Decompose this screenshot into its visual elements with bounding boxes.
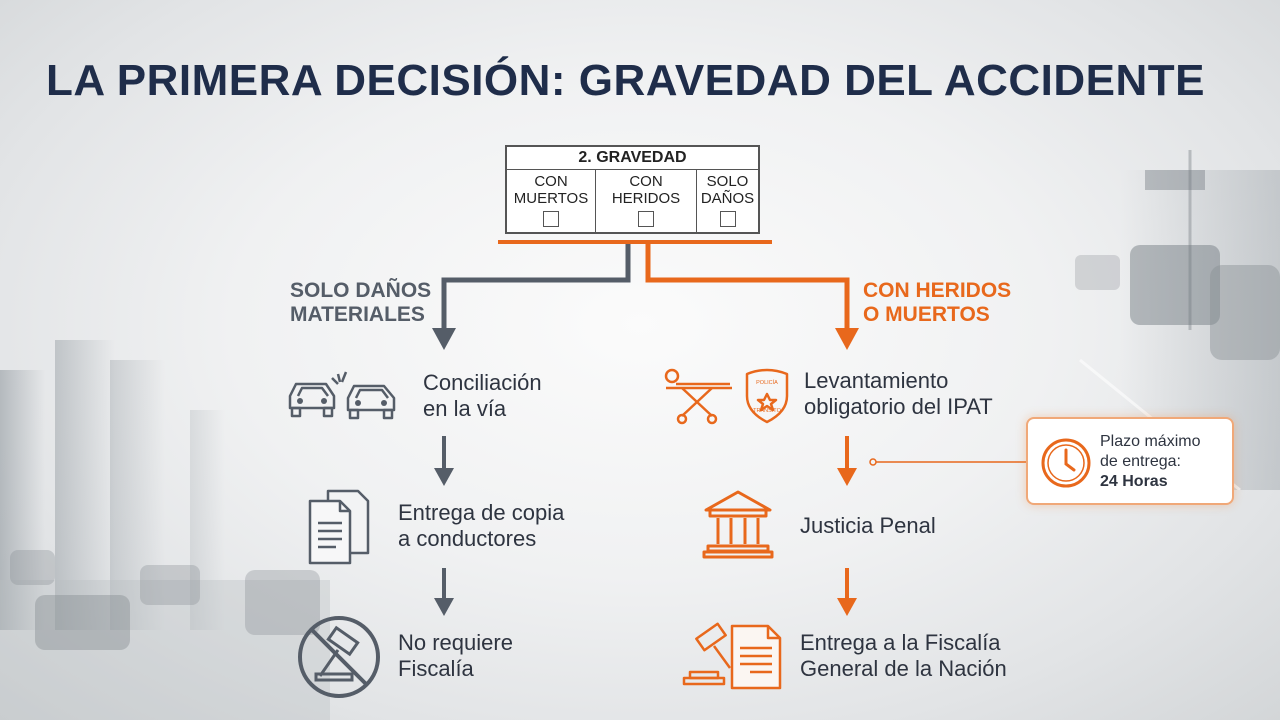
step-justicia-penal: Justicia Penal [800, 513, 936, 539]
right-step-arrowhead [837, 468, 857, 486]
step-text: No requiere [398, 630, 513, 655]
deadline-callout: Plazo máximo de entrega: 24 Horas [1026, 417, 1234, 505]
step-text: Fiscalía [398, 656, 474, 681]
form-option-label: SOLO [706, 173, 749, 190]
badge-line-1: POLICÍA [756, 379, 778, 386]
step-conciliacion: Conciliación en la vía [423, 370, 542, 422]
form-option-solo-danos: SOLO DAÑOS [696, 170, 758, 233]
left-branch-arrowhead [432, 328, 456, 350]
form-option-con-heridos: CON HERIDOS [595, 170, 696, 233]
courthouse-icon [702, 490, 774, 559]
form-option-label: CON [534, 173, 568, 190]
step-text: a conductores [398, 526, 537, 551]
step-no-requiere-fiscalia: No requiere Fiscalía [398, 630, 513, 682]
step-text: Conciliación [423, 370, 542, 395]
no-gavel-icon [298, 616, 380, 698]
right-branch-line [645, 244, 850, 330]
step-text: obligatorio del IPAT [804, 394, 993, 419]
stretcher-police-badge-icon: POLICÍA TRÁNSITO [664, 368, 789, 425]
step-text: General de la Nación [800, 656, 1007, 681]
left-step-arrowhead [434, 598, 454, 616]
branch-label-line: O MUERTOS [863, 303, 990, 326]
branch-label-line: CON HERIDOS [863, 279, 1012, 302]
clock-icon [1041, 438, 1091, 488]
step-text: en la vía [423, 396, 507, 421]
step-entrega-copia: Entrega de copia a conductores [398, 500, 564, 552]
branch-label-con-heridos: CON HERIDOS O MUERTOS [863, 279, 1011, 327]
form-option-label: DAÑOS [700, 190, 755, 207]
branch-label-solo-danos: SOLO DAÑOS MATERIALES [290, 279, 431, 327]
form-option-label: HERIDOS [611, 190, 681, 207]
form-header: 2. GRAVEDAD [507, 147, 758, 170]
step-levantamiento-ipat: Levantamiento obligatorio del IPAT [804, 368, 993, 420]
page-title: LA PRIMERA DECISIÓN: GRAVEDAD DEL ACCIDE… [46, 56, 1206, 105]
city-street-background-left [0, 340, 330, 720]
badge-line-2: TRÁNSITO [753, 407, 781, 414]
deadline-connector-dot [869, 458, 877, 466]
branch-label-line: SOLO DAÑOS [290, 279, 432, 302]
gavel-document-icon [682, 622, 782, 690]
step-text: Entrega a la Fiscalía [800, 630, 1001, 655]
severity-form-box: 2. GRAVEDAD CON MUERTOS CON HERIDOS SOLO… [505, 145, 760, 234]
form-option-label: CON [629, 173, 663, 190]
right-step-arrowhead [837, 598, 857, 616]
form-option-label: MUERTOS [513, 190, 589, 207]
right-branch-arrowhead [835, 328, 859, 350]
car-crash-icon [288, 371, 396, 420]
left-branch-line [441, 244, 631, 330]
documents-icon [308, 489, 370, 565]
form-option-con-muertos: CON MUERTOS [507, 170, 595, 233]
deadline-line: Plazo máximo [1100, 433, 1201, 450]
checkbox-con-muertos [543, 211, 559, 227]
deadline-value: 24 Horas [1100, 473, 1168, 490]
checkbox-solo-danos [719, 211, 736, 227]
checkbox-con-heridos [638, 211, 654, 227]
step-entrega-fiscalia: Entrega a la Fiscalía General de la Naci… [800, 630, 1007, 682]
step-text: Entrega de copia [398, 500, 565, 525]
deadline-text: Plazo máximo de entrega: 24 Horas [1100, 432, 1200, 492]
step-text: Justicia Penal [800, 513, 936, 538]
step-text: Levantamiento [804, 368, 949, 393]
deadline-line: de entrega: [1100, 453, 1181, 470]
branch-label-line: MATERIALES [290, 303, 425, 326]
left-step-arrowhead [434, 468, 454, 486]
